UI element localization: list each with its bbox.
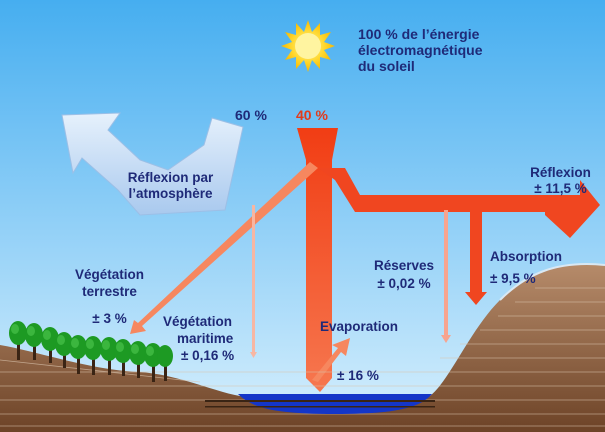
hill-edge — [499, 263, 605, 301]
terrestrial-vegetation-line-3: ± 3 % — [92, 311, 127, 326]
terrestrial-vegetation-label: Végétation terrestre ± 3 % — [52, 266, 167, 327]
sun-icon — [281, 20, 335, 72]
evaporation-label: Evaporation — [320, 319, 399, 334]
reflection-line-2: ± 11,5 % — [534, 181, 587, 196]
reflection-line-1: Réflexion — [530, 165, 591, 180]
absorption-line-2: ± 9,5 % — [490, 271, 536, 286]
maritime-vegetation-line-1: Végétation — [163, 314, 233, 329]
reflection-label: Réflexion ± 11,5 % — [518, 165, 603, 197]
sun-label-line-2: électromagnétique — [358, 42, 483, 58]
reflection-arrow — [318, 168, 600, 238]
reserves-line-2: ± 0,02 % — [377, 276, 431, 291]
terrestrial-vegetation-line-2: terrestre — [82, 284, 137, 299]
maritime-vegetation-label: Végétation maritime ± 0,16 % — [163, 313, 234, 364]
incoming-energy-arrow — [297, 128, 338, 392]
reflected-percent: 60 % — [235, 107, 267, 123]
reserves-line-1: Réserves — [373, 258, 435, 273]
absorption-arrow — [465, 210, 487, 305]
water-bed-line — [205, 400, 435, 402]
maritime-vegetation-arrow — [250, 205, 257, 358]
reserves-arrow — [441, 210, 451, 343]
sun-energy-label: 100 % de l’énergie électromagnétique du … — [358, 26, 482, 74]
absorption-line-1: Absorption — [490, 249, 562, 264]
atmosphere-reflection-label: Réflexion par l’atmosphère — [118, 170, 223, 202]
evaporation-percent: ± 16 % — [337, 368, 379, 383]
maritime-vegetation-line-2: maritime — [177, 331, 234, 346]
sun-label-line-1: 100 % de l’énergie — [358, 26, 480, 42]
reserves-label: Réserves ± 0,02 % — [364, 257, 444, 293]
atmosphere-reflection-line-1: Réflexion par — [127, 170, 214, 185]
trees — [9, 321, 173, 382]
water-bed-line — [205, 406, 435, 408]
atmosphere-reflection-arrow — [61, 112, 244, 216]
terrestrial-vegetation-arrow — [130, 162, 318, 334]
ground-terrain — [0, 264, 605, 432]
sun-label-line-3: du soleil — [358, 58, 415, 74]
maritime-vegetation-line-3: ± 0,16 % — [181, 348, 235, 363]
terrestrial-vegetation-line-1: Végétation — [74, 267, 144, 282]
water-body — [238, 394, 432, 414]
absorption-label: Absorption ± 9,5 % — [490, 246, 562, 290]
evaporation-arrow — [312, 338, 350, 382]
atmosphere-reflection-line-2: l’atmosphère — [128, 186, 213, 201]
incoming-percent: 40 % — [296, 107, 328, 123]
